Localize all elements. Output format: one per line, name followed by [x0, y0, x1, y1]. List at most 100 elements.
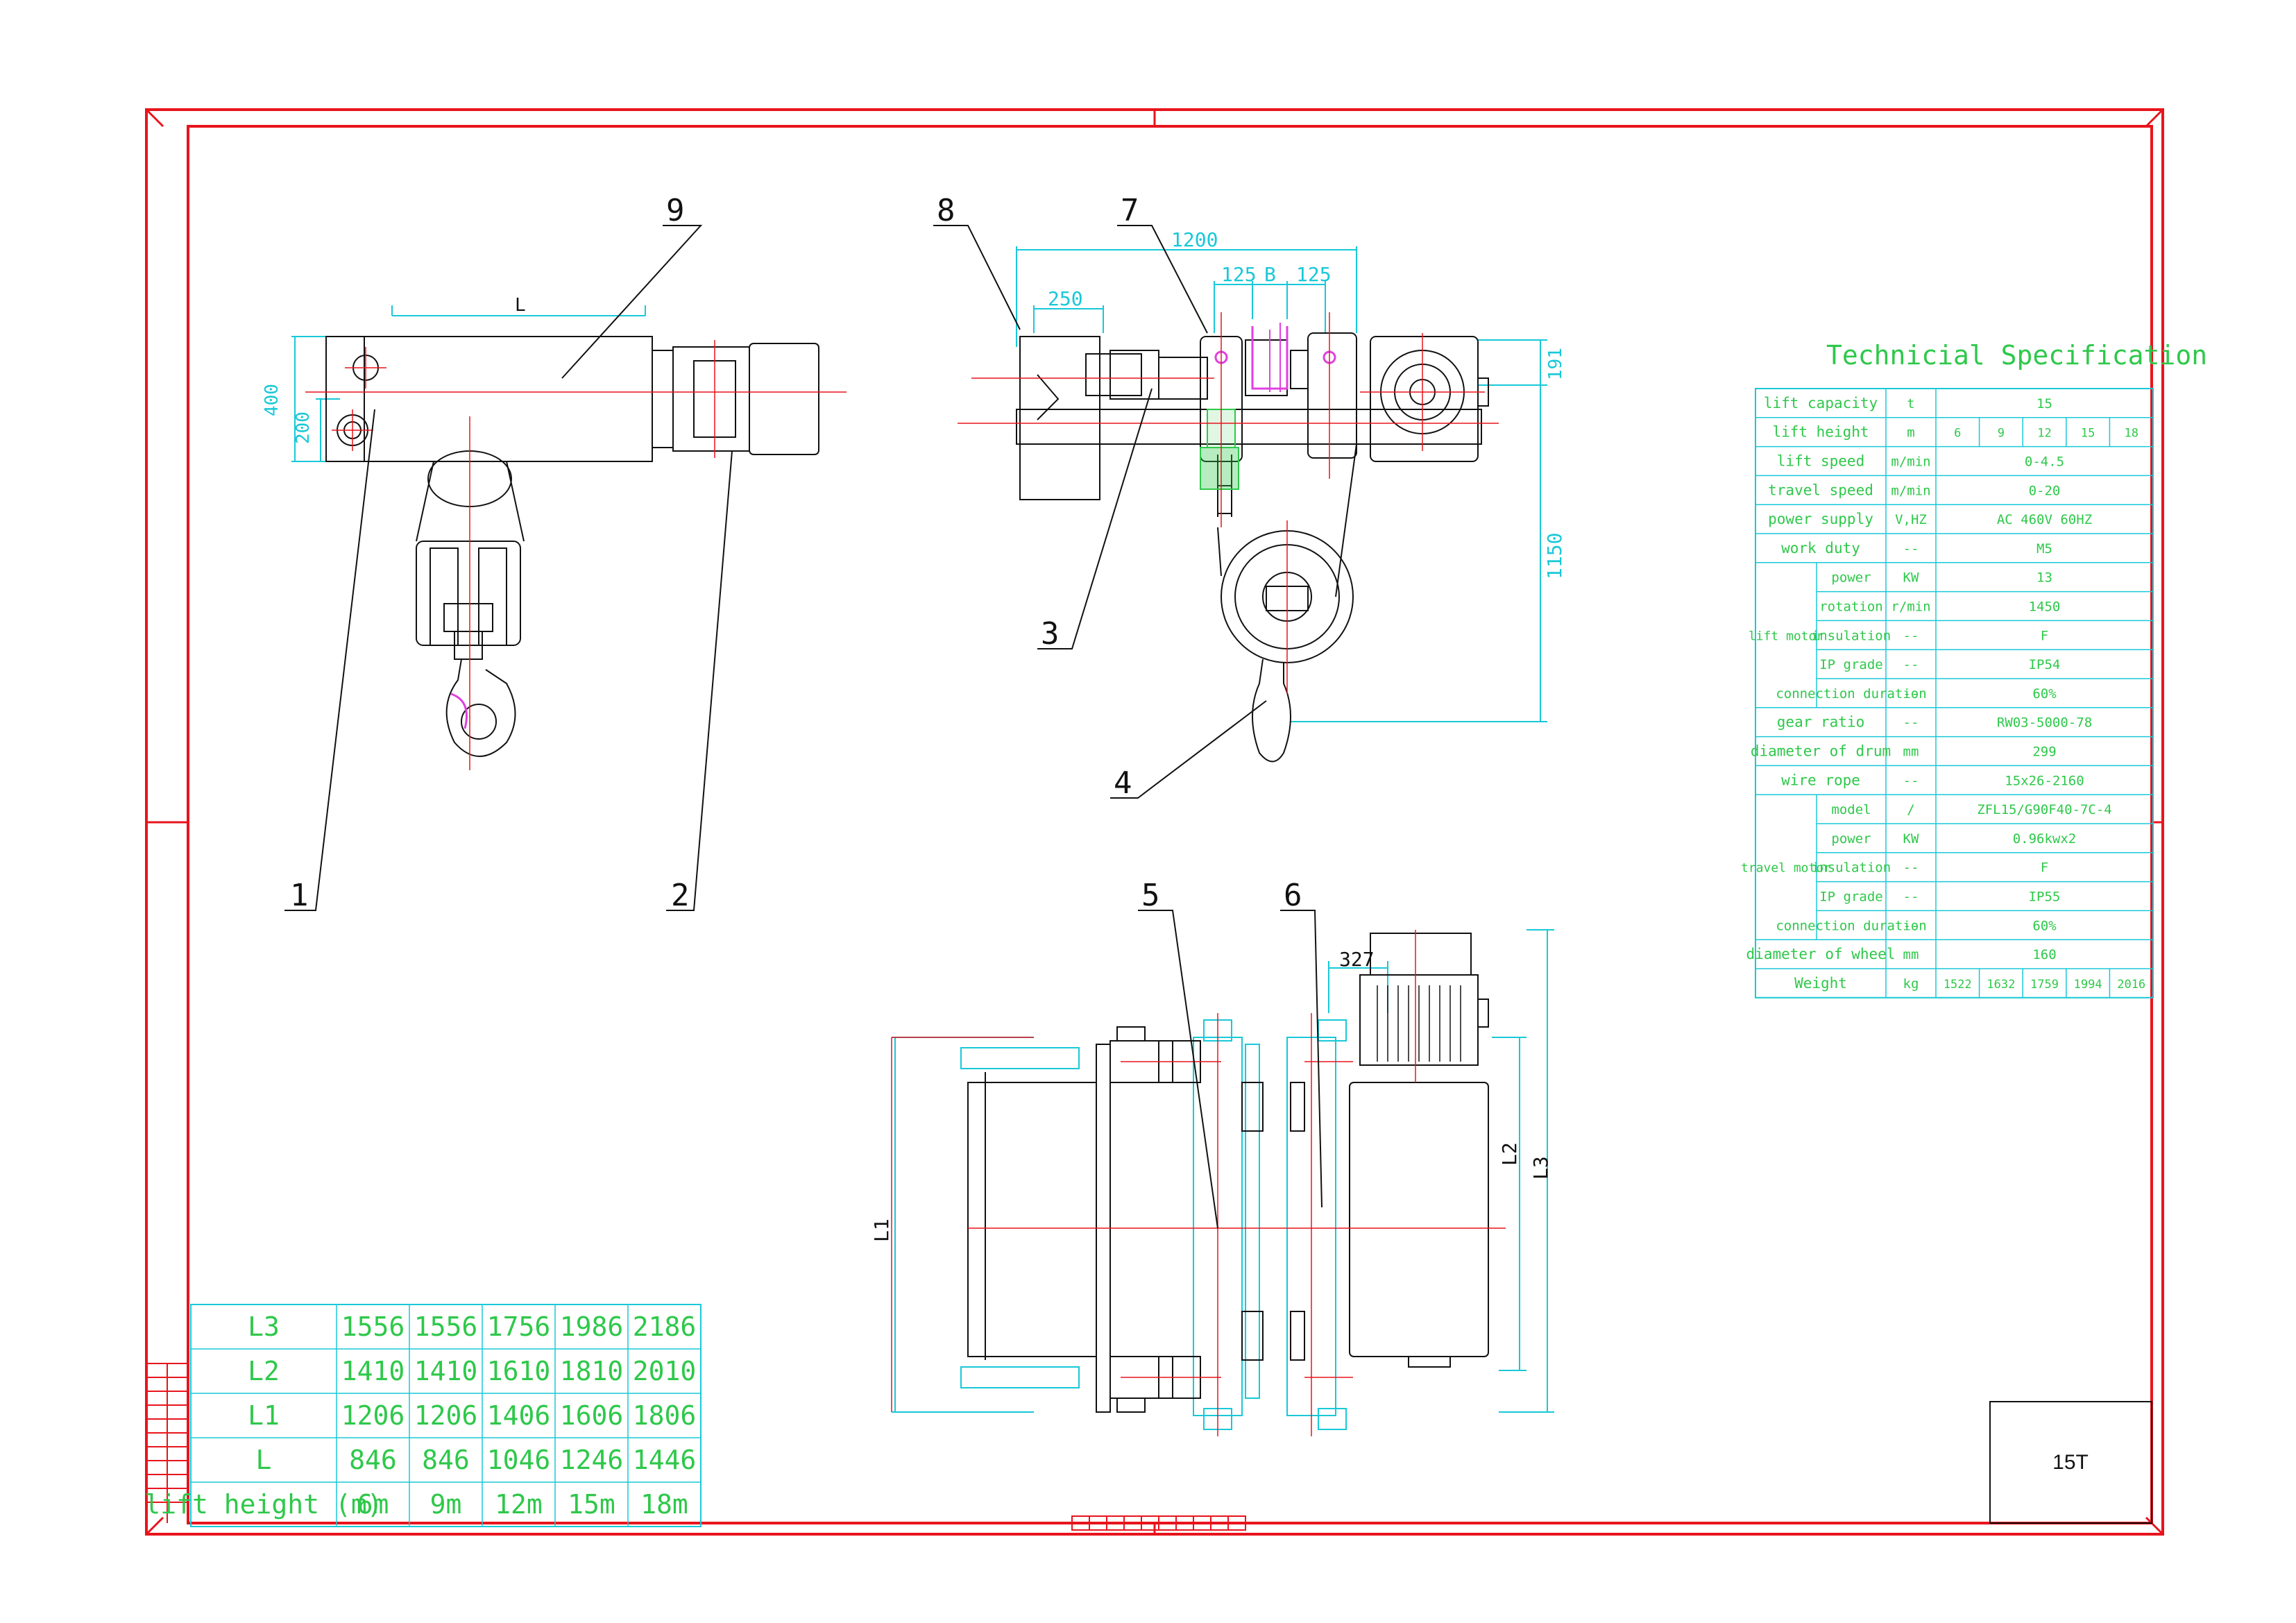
spec-value: 1994	[2074, 978, 2102, 992]
dim-table-value: 1446	[633, 1445, 697, 1475]
dim-table-value: 9m	[430, 1489, 462, 1520]
spec-value: 18	[2124, 427, 2138, 441]
spec-label: IP grade	[1819, 890, 1883, 905]
dim-table-value: 1206	[341, 1400, 405, 1431]
top-view: 327 L1 L2 L3	[870, 929, 1554, 1436]
spec-label: wire rope	[1781, 772, 1860, 788]
spec-value: 160	[2032, 947, 2056, 962]
spec-label: connection duration	[1776, 918, 1926, 933]
spec-unit: t	[1907, 396, 1914, 411]
callout-8: 8	[937, 193, 955, 228]
spec-value: 299	[2032, 745, 2056, 760]
spec-label: lift capacity	[1764, 395, 1878, 411]
spec-value: M5	[2036, 541, 2052, 556]
callout-2: 2	[671, 878, 690, 913]
spec-value: F	[2041, 628, 2048, 643]
callout-5: 5	[1141, 878, 1160, 913]
spec-unit: --	[1903, 541, 1919, 556]
spec-value: 60%	[2032, 686, 2057, 702]
dim-table-value: 1556	[414, 1311, 478, 1342]
spec-label: diameter of drum	[1751, 743, 1891, 760]
spec-unit: --	[1903, 686, 1919, 702]
spec-value: IP54	[2029, 657, 2061, 672]
spec-unit: --	[1903, 715, 1919, 731]
spec-value: 6	[1954, 427, 1961, 441]
spec-value: F	[2041, 860, 2048, 876]
spec-value: 0-20	[2029, 483, 2061, 498]
spec-unit: mm	[1903, 947, 1919, 962]
spec-unit: --	[1903, 628, 1919, 643]
spec-value: 9	[1998, 427, 2005, 441]
callout-1: 1	[290, 878, 309, 913]
spec-label: insulation	[1812, 860, 1891, 876]
spec-label: power	[1831, 831, 1871, 847]
spec-value: AC 460V 60HZ	[1997, 512, 2092, 527]
dim-L2: L2	[1498, 1142, 1521, 1166]
dim-table-label: lift height (m)	[144, 1489, 382, 1520]
spec-unit: --	[1903, 860, 1919, 876]
spec-label: lift height	[1772, 424, 1869, 441]
dim-table-value: 18m	[640, 1489, 688, 1520]
spec-label: insulation	[1812, 628, 1891, 643]
dim-B: B	[1264, 263, 1276, 286]
spec-unit: KW	[1903, 831, 1919, 847]
spec-label: connection duration	[1776, 686, 1926, 702]
spec-unit: --	[1903, 773, 1919, 788]
model-label: 15T	[2052, 1451, 2089, 1474]
spec-label: diameter of wheel	[1746, 946, 1896, 962]
dim-table-value: 15m	[568, 1489, 615, 1520]
spec-value: 2016	[2117, 978, 2145, 992]
dim-191: 191	[1545, 348, 1566, 380]
dim-250: 250	[1048, 287, 1083, 310]
dim-table-value: 1610	[487, 1356, 551, 1386]
spec-value: 12	[2037, 427, 2051, 441]
callout-6: 6	[1284, 878, 1302, 913]
dim-table-value: 1206	[414, 1400, 478, 1431]
dim-table-value: 1810	[560, 1356, 624, 1386]
dim-table-value: 1046	[487, 1445, 551, 1475]
spec-unit: --	[1903, 918, 1919, 933]
dim-400: 400	[262, 384, 282, 416]
dim-table-value: 1246	[560, 1445, 624, 1475]
spec-unit: KW	[1903, 570, 1919, 586]
spec-value: 1632	[1987, 978, 2015, 992]
spec-unit: --	[1903, 890, 1919, 905]
dim-1150: 1150	[1543, 533, 1566, 579]
dim-table-value: 12m	[495, 1489, 543, 1520]
spec-title: Technicial Specification	[1826, 340, 2207, 371]
spec-unit: r/min	[1891, 600, 1930, 615]
callout-3: 3	[1041, 616, 1060, 652]
spec-value: 15x26-2160	[2005, 773, 2084, 788]
sheet-frame	[145, 108, 2164, 1536]
spec-border	[1755, 388, 2154, 999]
spec-label: power	[1831, 570, 1871, 586]
spec-value: ZFL15/G90F40-7C-4	[1977, 802, 2111, 817]
callouts	[284, 225, 1323, 1229]
spec-unit: /	[1907, 802, 1914, 817]
dim-L-side: L	[515, 295, 526, 316]
spec-unit: m/min	[1891, 483, 1930, 498]
dim-L3: L3	[1529, 1156, 1552, 1180]
spec-unit: m	[1907, 425, 1914, 441]
spec-value: IP55	[2029, 890, 2061, 905]
dim-table-value: 846	[349, 1445, 397, 1475]
dim-table-value: 2010	[633, 1356, 697, 1386]
spec-value: 0.96kwx2	[2013, 831, 2077, 847]
dim-table-value: 1556	[341, 1311, 405, 1342]
spec-label: model	[1831, 802, 1871, 817]
side-view: L 400 200	[262, 295, 847, 770]
spec-group-label: travel motor	[1741, 861, 1831, 876]
dim-table-label: L1	[248, 1400, 280, 1431]
callout-4: 4	[1114, 765, 1132, 801]
dim-327: 327	[1339, 948, 1375, 971]
dim-table-value: 1410	[414, 1356, 478, 1386]
dim-table-value: 1606	[560, 1400, 624, 1431]
spec-value: 13	[2036, 570, 2052, 586]
spec-label: IP grade	[1819, 657, 1883, 672]
dim-table-value: 1756	[487, 1311, 551, 1342]
spec-unit: kg	[1903, 976, 1919, 992]
spec-unit: m/min	[1891, 454, 1930, 470]
dim-table-value: 846	[422, 1445, 470, 1475]
